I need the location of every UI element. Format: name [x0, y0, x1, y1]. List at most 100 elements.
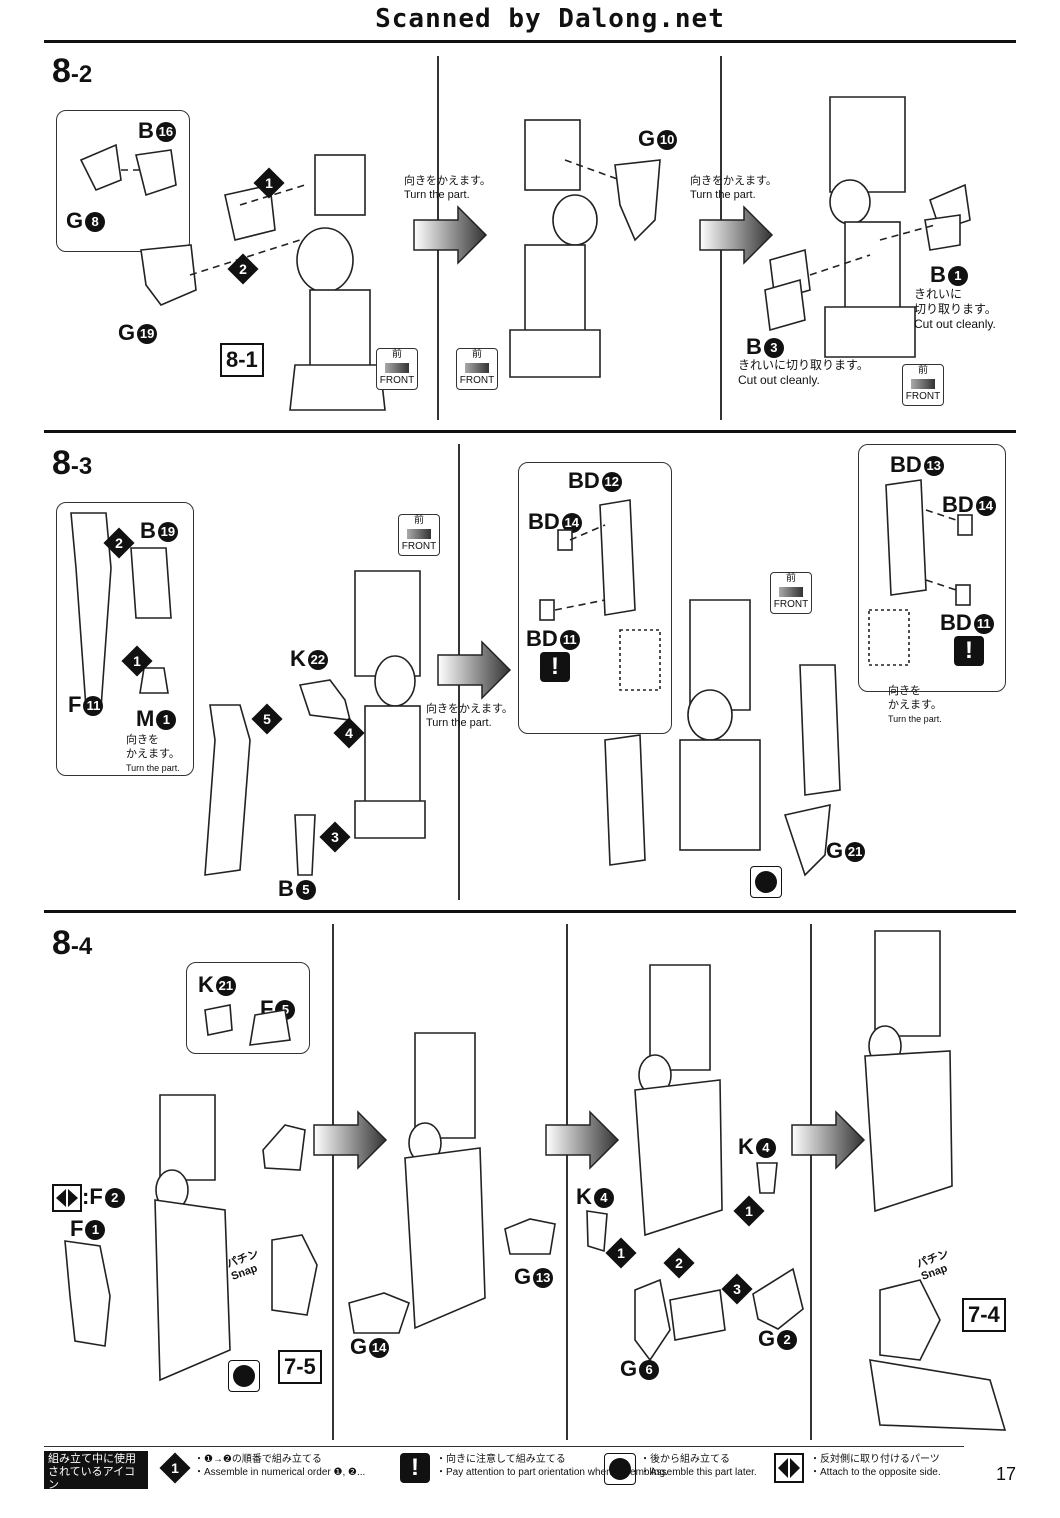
lower-body-assembly-3: [824, 96, 916, 358]
part-drawing-armor-plate: [204, 704, 251, 876]
part-drawing-f5-placed: [262, 1124, 306, 1171]
lower-body-assembly-2: [509, 119, 601, 378]
part-drawing-7-5: [271, 1234, 318, 1316]
assembly-arrows: [189, 184, 306, 276]
step-title-8-4: 8-4: [52, 924, 93, 962]
legend-item-numerical-order: ・❶→❷の順番で組み立てる・Assemble in numerical orde…: [194, 1454, 366, 1478]
turn-part-note: 向きをかえます。Turn the part.: [126, 734, 180, 773]
part-drawing-g19: [140, 244, 197, 306]
step-marker-2: 2: [227, 253, 259, 285]
orientation-warning-icon: !: [400, 1453, 430, 1483]
section-divider-top: [44, 40, 1016, 43]
next-step-arrow: [699, 205, 774, 265]
column-divider: [332, 924, 334, 1440]
foot-assembly: [869, 1279, 1007, 1431]
step-marker-2: 2: [103, 527, 135, 559]
turn-part-note: 向きをかえます。Turn the part.: [404, 175, 491, 201]
part-drawing-k21-f5: [204, 1004, 291, 1046]
legend-item-orientation: ・向きに注意して組み立てる・Pay attention to part orie…: [436, 1454, 668, 1478]
section-divider-8-3: [44, 430, 1016, 433]
step-marker-5: 5: [251, 703, 283, 735]
part-drawing-g21: [783, 803, 831, 877]
part-drawing-f11-b19-m1: [70, 512, 172, 709]
part-drawing-f1: [64, 1240, 111, 1347]
cut-cleanly-note: きれいに切り取ります。Cut out cleanly.: [914, 287, 997, 331]
part-drawing-k4-left: [586, 1210, 608, 1253]
assemble-later-icon: [604, 1453, 636, 1485]
reference-box-7-5: 7-5: [278, 1350, 322, 1384]
turn-part-note: 向きをかえます。Turn the part.: [426, 703, 513, 729]
leg-assembly-2: [404, 1032, 486, 1330]
next-step-arrow: [791, 1110, 866, 1170]
part-drawing-g13: [504, 1218, 556, 1255]
leg-assembly-1: [154, 1094, 231, 1382]
opposite-side-icon: [774, 1453, 804, 1483]
page-number: 17: [996, 1464, 1017, 1484]
step-marker-1: 1: [253, 167, 285, 199]
lower-body-assembly-4: [354, 570, 426, 839]
reference-box-7-4: 7-4: [962, 1298, 1006, 1332]
step-marker-1: 1: [733, 1195, 765, 1227]
step-marker-1: 1: [121, 645, 153, 677]
next-step-arrow: [413, 205, 488, 265]
step-marker-1: 1: [605, 1237, 637, 1269]
part-drawing-g6: [634, 1278, 726, 1362]
reference-box-8-1: 8-1: [220, 343, 264, 377]
assemble-later-icon: [228, 1360, 260, 1392]
column-divider: [810, 924, 812, 1440]
part-drawing-bd-assembly-b: [868, 479, 973, 666]
orientation-warning-icon: !: [954, 636, 984, 666]
part-drawing-k22: [298, 679, 352, 721]
turn-part-note: 向きをかえます。Turn the part.: [690, 175, 777, 201]
numbered-step-icon: 1: [159, 1452, 191, 1484]
step-marker-3: 3: [319, 821, 351, 853]
section-divider-8-4: [44, 910, 1016, 913]
legend-item-assemble-later: ・後から組み立てる・Assemble this part later.: [640, 1454, 757, 1478]
leg-assembly-4: [864, 930, 953, 1213]
part-drawing-bd-side: [799, 664, 841, 796]
detail-callout-box: [518, 462, 672, 734]
part-drawing-g8-assembled: [224, 184, 276, 241]
part-drawing-b5: [294, 814, 316, 876]
part-drawing-g10: [564, 159, 661, 242]
lower-body-assembly-1: [289, 154, 386, 411]
step-title-8-2: 8-2: [52, 52, 93, 90]
step-title-8-3: 8-3: [52, 444, 93, 482]
opposite-side-icon: [52, 1184, 82, 1213]
lower-body-assembly-5: [604, 599, 761, 866]
leg-assembly-3: [634, 964, 723, 1237]
part-drawing-g2: [752, 1267, 804, 1330]
next-step-arrow: [313, 1110, 388, 1170]
